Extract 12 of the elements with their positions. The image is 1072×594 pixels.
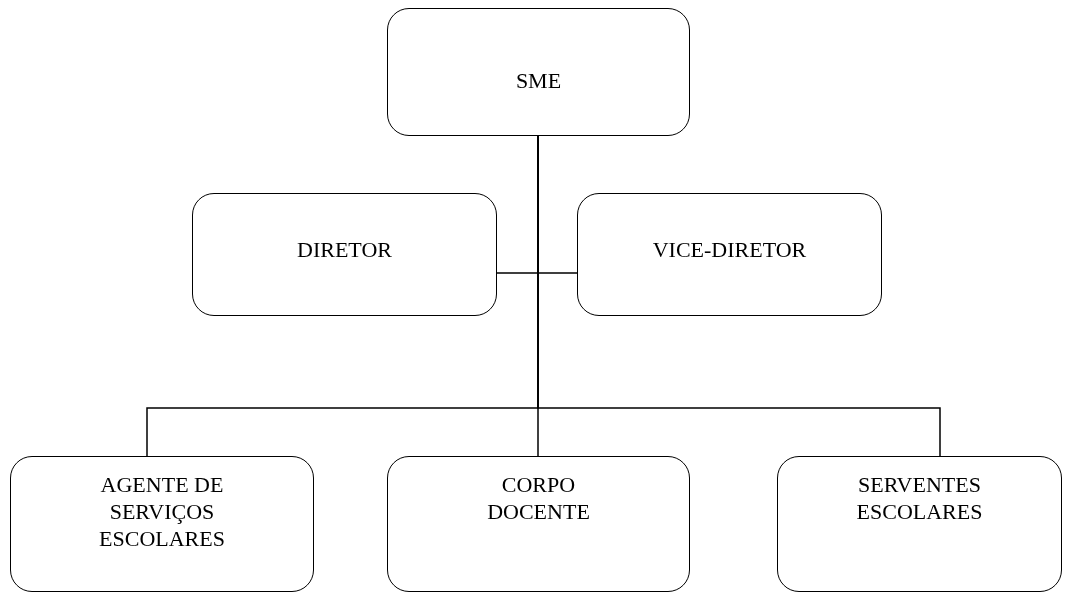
box-label: AGENTE DE SERVIÇOS ESCOLARES	[98, 471, 226, 552]
box-label: SME	[515, 67, 562, 94]
org-box	[387, 456, 690, 592]
org-box	[192, 193, 497, 316]
box-label: VICE-DIRETOR	[652, 236, 807, 263]
box-label: CORPO DOCENTE	[486, 471, 591, 525]
org-box	[10, 456, 314, 592]
org-box	[387, 8, 690, 136]
org-box	[577, 193, 882, 316]
box-label: DIRETOR	[297, 236, 392, 263]
box-label: SERVENTES ESCOLARES	[855, 471, 984, 525]
org-box	[777, 456, 1062, 592]
